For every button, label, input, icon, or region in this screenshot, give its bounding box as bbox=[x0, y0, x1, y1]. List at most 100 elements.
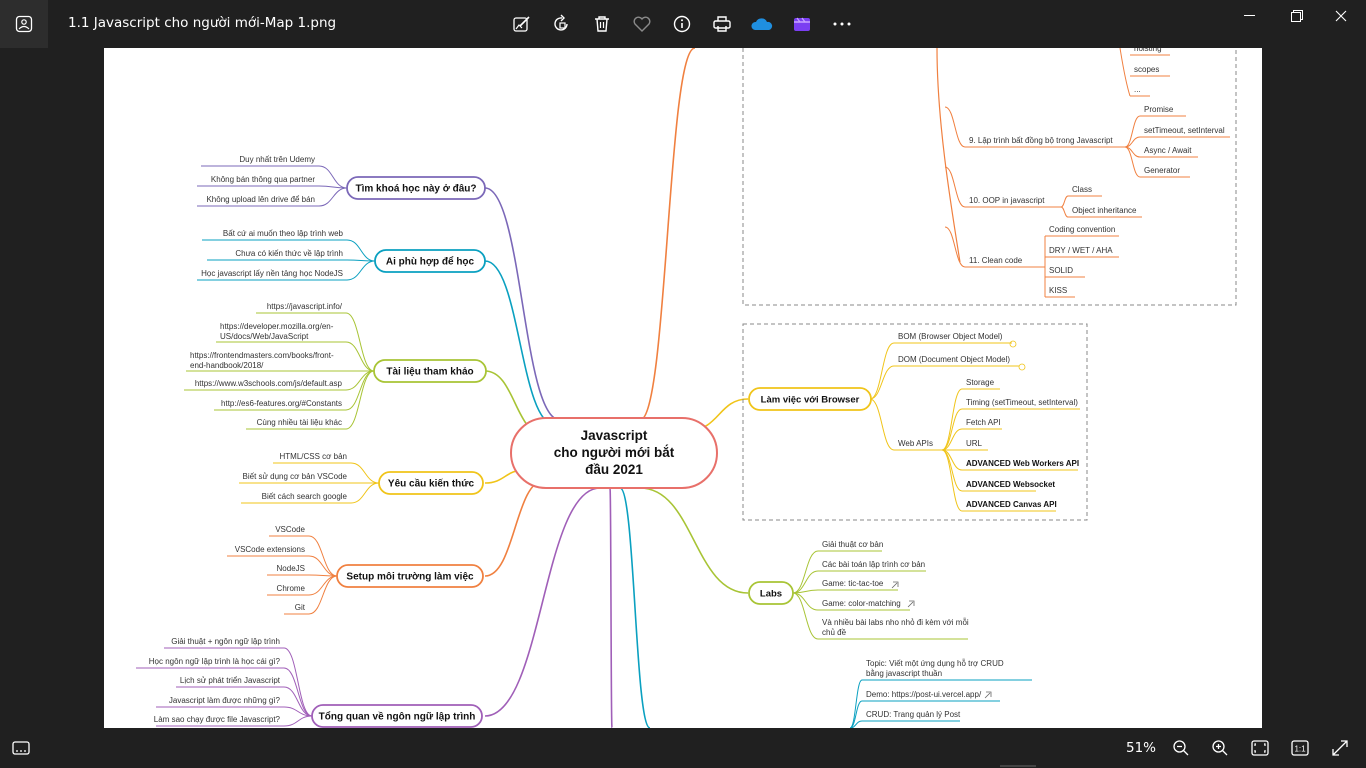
connector-async-0 bbox=[1124, 115, 1141, 148]
node-async: 9. Lập trình bất đồng bộ trong Javascrip… bbox=[969, 136, 1113, 145]
node-find-label: Tìm khoá học này ở đâu? bbox=[355, 184, 476, 195]
connector-refs-0 bbox=[345, 312, 375, 372]
more-icon[interactable] bbox=[830, 12, 854, 36]
connector-webapis bbox=[869, 398, 895, 451]
connector-clean bbox=[944, 226, 966, 268]
photos-app-icon[interactable] bbox=[0, 0, 48, 48]
delete-icon[interactable] bbox=[590, 12, 614, 36]
leaf-async-2: Async / Await bbox=[1144, 146, 1192, 155]
leaf-clean-1: DRY / WET / AHA bbox=[1049, 246, 1113, 255]
connector-refs-1 bbox=[345, 341, 375, 372]
close-button[interactable] bbox=[1318, 0, 1364, 32]
leaf-who-0: Bất cứ ai muốn theo lập trình web bbox=[223, 229, 344, 238]
connector-webapi-2 bbox=[941, 428, 963, 451]
node-webapis: Web APIs bbox=[898, 439, 933, 448]
leaf-ellipsis: ... bbox=[1134, 85, 1141, 94]
fit-to-window-icon[interactable] bbox=[1248, 736, 1272, 760]
external-link-icon-cm bbox=[907, 600, 915, 608]
leaf-req-1: Biết sử dụng cơ bản VSCode bbox=[243, 472, 348, 481]
restore-button[interactable] bbox=[1274, 0, 1320, 32]
full-screen-icon[interactable] bbox=[1328, 736, 1352, 760]
connector-top-scope bbox=[1119, 48, 1131, 97]
leaf-oop-0: Class bbox=[1072, 185, 1092, 194]
svg-text:1:1: 1:1 bbox=[1294, 745, 1306, 754]
leaf-overview-3: Javascript làm được những gì? bbox=[169, 696, 281, 705]
leaf-req-2: Biết cách search google bbox=[262, 492, 348, 501]
node-req-label: Yêu cầu kiến thức bbox=[388, 478, 475, 490]
print-icon[interactable] bbox=[710, 12, 734, 36]
connector-advanced-1 bbox=[941, 449, 963, 492]
leaf-refs-5: Cùng nhiều tài liệu khác bbox=[257, 418, 342, 427]
connector-oop-1 bbox=[1060, 206, 1069, 218]
connector-overview-2 bbox=[283, 686, 313, 717]
node-refs-box bbox=[373, 359, 487, 383]
favorite-icon[interactable] bbox=[630, 12, 654, 36]
clipchamp-icon[interactable] bbox=[790, 12, 814, 36]
zoom-out-icon[interactable] bbox=[1169, 736, 1193, 760]
branch-line-top bbox=[639, 48, 696, 421]
node-setup-label: Setup môi trường làm việc bbox=[346, 572, 474, 583]
connector-async-3 bbox=[1124, 146, 1141, 178]
connector-who-2 bbox=[346, 260, 376, 281]
connector-setup-0 bbox=[308, 535, 338, 577]
leaf-oop-1: Object inheritance bbox=[1072, 206, 1137, 215]
external-link-icon-ttt bbox=[891, 581, 899, 589]
connector-req-2 bbox=[350, 482, 380, 504]
bom-note-icon bbox=[1009, 340, 1017, 348]
rotate-icon[interactable] bbox=[550, 12, 574, 36]
connector-labs-4 bbox=[792, 592, 819, 640]
connector-oop-0 bbox=[1060, 195, 1069, 208]
leaf-scopes: scopes bbox=[1134, 65, 1159, 74]
minimize-button[interactable] bbox=[1227, 0, 1273, 32]
leaf-refs-3: https://www.w3schools.com/js/default.asp bbox=[195, 379, 343, 388]
connector-setup-4 bbox=[308, 575, 338, 615]
connector-who-0 bbox=[346, 239, 376, 262]
node-req-box bbox=[378, 471, 484, 495]
leaf-dom: DOM (Document Object Model) bbox=[898, 355, 1010, 364]
leaf-refs-1: https://developer.mozilla.org/en-US/docs… bbox=[220, 322, 334, 341]
connector-crud bbox=[849, 720, 863, 728]
leaf-advanced-0: ADVANCED Web Workers API bbox=[966, 459, 1079, 468]
root-node-box bbox=[510, 417, 718, 489]
leaf-advanced-2: ADVANCED Canvas API bbox=[966, 500, 1057, 509]
connector-webapi-1 bbox=[941, 408, 963, 451]
leaf-setup-3: Chrome bbox=[277, 584, 306, 593]
leaf-setup-4: Git bbox=[295, 603, 306, 612]
zoom-level: 51% bbox=[1126, 740, 1157, 756]
filmstrip-icon[interactable] bbox=[9, 736, 33, 760]
section-frame-browser bbox=[742, 323, 1088, 521]
branch-line-setup bbox=[484, 479, 546, 577]
leaf-webapi-1: Timing (setTimeout, setInterval) bbox=[966, 398, 1078, 407]
leaf-webapi-3: URL bbox=[966, 439, 983, 448]
leaf-webapi-0: Storage bbox=[966, 378, 995, 387]
node-clean: 11. Clean code bbox=[969, 256, 1023, 265]
leaf-bom: BOM (Browser Object Model) bbox=[898, 332, 1003, 341]
zoom-in-icon[interactable] bbox=[1208, 736, 1232, 760]
connector-labs-1 bbox=[792, 570, 819, 594]
leaf-overview-4: Làm sao chạy được file Javascript? bbox=[154, 715, 281, 724]
leaf-find-0: Duy nhất trên Udemy bbox=[239, 155, 315, 164]
info-icon[interactable] bbox=[670, 12, 694, 36]
connector-setup-1 bbox=[308, 555, 338, 577]
leaf-setup-2: NodeJS bbox=[277, 564, 305, 573]
onedrive-icon[interactable] bbox=[750, 12, 774, 36]
leaf-clean-3: KISS bbox=[1049, 286, 1067, 295]
leaf-webapi-2: Fetch API bbox=[966, 418, 1001, 427]
connector-top-spine bbox=[936, 48, 961, 263]
node-setup-box bbox=[336, 564, 484, 588]
leaf-find-2: Không upload lên drive để bán bbox=[206, 195, 315, 204]
leaf-labs-1: Các bài toán lập trình cơ bản bbox=[822, 560, 925, 569]
connector-topic bbox=[849, 679, 863, 728]
actual-size-icon[interactable]: 1:1 bbox=[1288, 736, 1312, 760]
leaf-req-0: HTML/CSS cơ bản bbox=[280, 452, 348, 461]
connector-dom bbox=[869, 365, 895, 400]
node-browser-box bbox=[748, 387, 872, 411]
edit-image-icon[interactable] bbox=[510, 12, 534, 36]
node-labs-label: Labs bbox=[760, 589, 782, 600]
leaf-setup-1: VSCode extensions bbox=[235, 545, 305, 554]
connector-webapi-0 bbox=[941, 388, 963, 451]
leaf-demo: Demo: https://post-ui.vercel.app/ bbox=[866, 690, 982, 699]
